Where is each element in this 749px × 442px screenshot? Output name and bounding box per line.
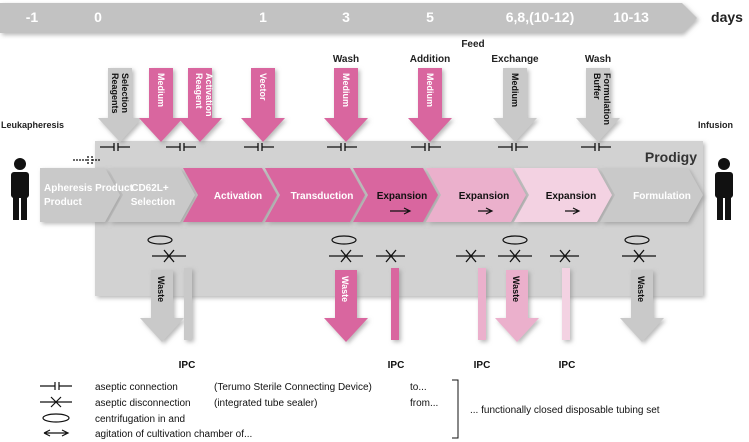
- stage-activation: [183, 168, 277, 222]
- input-arrow-activation-reagent: [178, 68, 222, 142]
- label-feed: Feed: [461, 39, 484, 50]
- legend-note: (integrated tube sealer): [214, 398, 317, 409]
- ipc-line: [184, 268, 192, 340]
- stage-apheresis: [40, 168, 120, 222]
- timeline-day: 5: [426, 9, 434, 25]
- stage-label: Expansion: [546, 191, 597, 202]
- stage-expansion-1: [353, 168, 438, 222]
- timeline-unit: days: [711, 9, 743, 25]
- patient-icon: [715, 158, 733, 220]
- ipc-label: IPC: [388, 360, 405, 371]
- aseptic-connection-icon: [73, 143, 611, 164]
- stage-transduction: [265, 168, 365, 222]
- waste-arrow: [324, 270, 368, 342]
- input-arrow-medium-exchange: [493, 68, 537, 142]
- input-arrow-vector: [241, 68, 285, 142]
- timeline-day: 3: [342, 9, 350, 25]
- input-label: Buffer: [592, 73, 602, 100]
- input-arrow-selection-reagents: [98, 68, 142, 142]
- input-label: Selection: [120, 73, 130, 113]
- legend-agitation-icon: [43, 429, 70, 437]
- input-label: Activation: [204, 73, 214, 117]
- waste-label: Waste: [636, 276, 646, 302]
- label-exchange: Exchange: [491, 54, 539, 65]
- legend-centrifugation-icon: [42, 413, 70, 423]
- stage-label: Product: [44, 197, 82, 208]
- timeline-day: 0: [94, 9, 102, 25]
- input-label: Vector: [258, 73, 268, 101]
- stage-label: Expansion: [459, 191, 510, 202]
- waste-arrow: [140, 270, 184, 342]
- patient-icon: [11, 158, 29, 220]
- stage-cd62l-selection: [108, 168, 195, 222]
- timeline-day: 1: [259, 9, 267, 25]
- stage-label: Apheresis Product: [44, 183, 134, 194]
- stage-label: CD62L+: [131, 183, 169, 194]
- legend-bracket: [452, 379, 459, 439]
- label-wash: Wash: [333, 54, 359, 65]
- agitation-icon: [390, 207, 581, 215]
- input-label: Reagents: [110, 73, 120, 114]
- legend-note: (Terumo Sterile Connecting Device): [214, 382, 372, 393]
- ipc-line: [478, 268, 486, 340]
- legend-connection-icon: [40, 382, 72, 390]
- input-label: Medium: [425, 73, 435, 107]
- ipc-label: IPC: [179, 360, 196, 371]
- timeline-day: -1: [26, 9, 39, 25]
- legend-label: aseptic disconnection: [95, 398, 191, 409]
- label-prodigy: Prodigy: [645, 149, 697, 165]
- legend-label: centrifugation in and: [95, 414, 185, 425]
- stage-expansion-3: [514, 168, 612, 222]
- waste-label: Waste: [156, 276, 166, 302]
- timeline-day: 10-13: [613, 9, 649, 25]
- input-arrow-medium-wash: [324, 68, 368, 142]
- waste-arrow: [620, 270, 664, 342]
- timeline-bar: [0, 3, 697, 33]
- legend-label: aseptic connection: [95, 382, 178, 393]
- input-label: Reagent: [194, 73, 204, 109]
- ipc-label: IPC: [474, 360, 491, 371]
- input-label: Medium: [341, 73, 351, 107]
- waste-arrow: [495, 270, 539, 342]
- stage-label: Transduction: [291, 191, 354, 202]
- stage-label: Selection: [131, 197, 175, 208]
- label-addition: Addition: [410, 54, 451, 65]
- legend-disconnection-icon: [40, 396, 72, 408]
- ipc-line: [562, 268, 570, 340]
- centrifugation-icon: [147, 235, 650, 245]
- aseptic-disconnection-icon: [152, 249, 656, 263]
- input-arrow-medium: [139, 68, 183, 142]
- timeline-day: 6,8,(10-12): [506, 9, 574, 25]
- legend-suffix: to...: [410, 382, 427, 393]
- stage-expansion-2: [426, 168, 526, 222]
- input-label: Medium: [510, 73, 520, 107]
- stage-formulation: [600, 168, 703, 222]
- ipc-line: [391, 268, 399, 340]
- label-wash-2: Wash: [585, 54, 611, 65]
- legend-suffix: from...: [410, 398, 438, 409]
- stage-label: Formulation: [633, 191, 691, 202]
- legend-summary: ... functionally closed disposable tubin…: [470, 405, 660, 416]
- input-label: Formulation: [602, 73, 612, 125]
- legend: aseptic connection (Terumo Sterile Conne…: [40, 379, 660, 440]
- ipc-label: IPC: [559, 360, 576, 371]
- input-arrow-medium-addition: [408, 68, 452, 142]
- input-arrow-formulation-buffer: [576, 68, 620, 142]
- waste-label: Waste: [511, 276, 521, 302]
- input-label: Medium: [156, 73, 166, 107]
- label-leukapheresis: Leukapheresis: [1, 120, 64, 130]
- legend-label: agitation of cultivation chamber of...: [95, 429, 252, 440]
- label-infusion: Infusion: [698, 120, 733, 130]
- stage-label: Activation: [214, 191, 262, 202]
- waste-label: Waste: [340, 276, 350, 302]
- stage-label: Expansion: [377, 191, 428, 202]
